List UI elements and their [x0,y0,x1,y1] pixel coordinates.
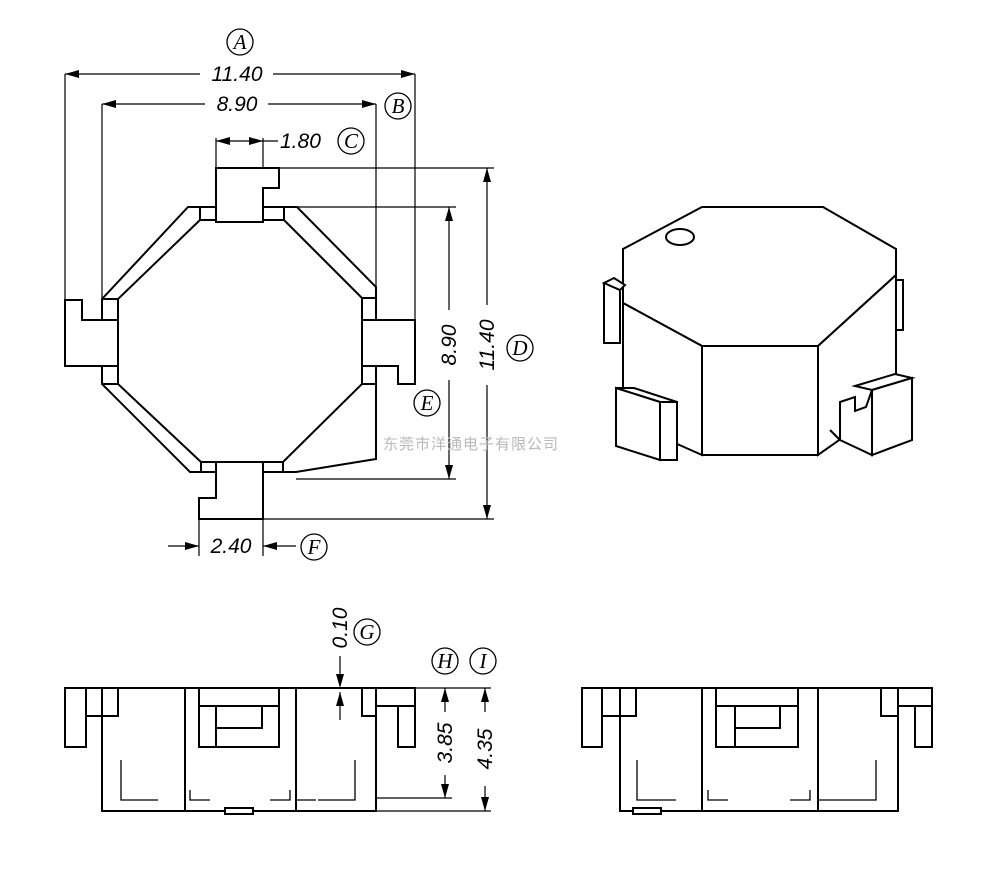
top-terminal [215,167,280,223]
dim-H-value: 3.85 [434,722,457,763]
dim-B-letter: B [392,94,405,118]
right-terminal [361,319,416,385]
dim-F-value: 2.40 [210,535,252,558]
dim-D: 11.40 D [263,167,534,520]
dim-I: 4.35 I [376,647,497,812]
bottom-terminal [198,461,264,520]
dim-G-letter: G [359,620,374,644]
iso-top-hole [665,228,695,246]
side-view-right [581,687,933,815]
dim-A: 11.40 A [64,28,416,320]
isometric-view [601,206,916,462]
dim-C-letter: C [344,129,359,153]
outer-octagon [101,206,377,473]
side-view-left: 0.10 G 3.85 H 4.35 I [64,607,497,815]
dim-I-letter: I [479,649,488,673]
watermark-text: 东莞市洋通电子有限公司 [383,435,559,453]
dim-E-letter: E [420,391,434,415]
dim-E: 8.90 E [296,206,461,480]
top-view: 11.40 A 8.90 B 1.80 C [64,28,534,561]
dim-E-value: 8.90 [438,324,461,365]
dim-D-letter: D [511,336,527,360]
dim-H-letter: H [436,649,454,673]
dim-G: 0.10 G [326,607,405,720]
inner-octagon [117,219,363,463]
dim-I-value: 4.35 [474,728,497,769]
dim-D-value: 11.40 [476,319,499,370]
dim-A-letter: A [232,30,247,54]
dim-F: 2.40 F [168,519,328,561]
dim-G-value: 0.10 [329,607,352,648]
dim-A-value: 11.40 [212,63,263,86]
dim-F-letter: F [307,535,321,559]
dim-B: 8.90 B [101,92,412,299]
iso-front-right-terminal [829,372,916,457]
dim-B-value: 8.90 [217,93,258,116]
iso-front-left-terminal [615,386,678,462]
dim-C-value: 1.80 [280,130,321,153]
left-terminal [64,299,119,367]
dim-C: 1.80 C [215,127,365,168]
dim-H: 3.85 H [376,647,459,799]
iso-front-face [701,345,819,456]
